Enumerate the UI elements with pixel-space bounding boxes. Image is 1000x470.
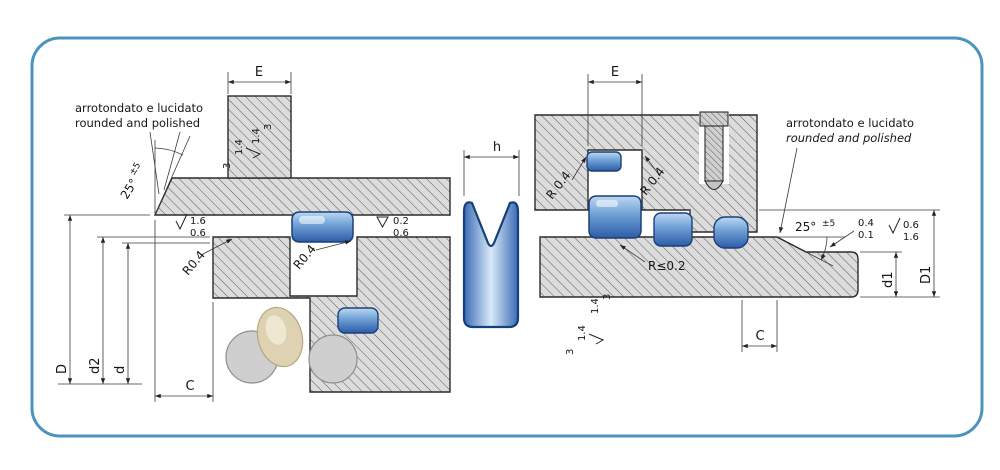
right-roughness-chamfer-bottom: 0.1 bbox=[858, 230, 874, 241]
left-note-english: rounded and polished bbox=[75, 116, 200, 130]
profile-dim-h: h bbox=[463, 140, 520, 196]
screw-shaft bbox=[704, 123, 724, 182]
right-angle-value: 25° bbox=[795, 220, 816, 234]
left-roughness-bore-bottom: 0.6 bbox=[190, 228, 206, 239]
right-dim-E: E bbox=[587, 65, 643, 146]
left-view: E 25° ±5 arrotondato e lucidato rounded … bbox=[55, 65, 451, 402]
left-roughness-groove: 0.2 0.6 bbox=[376, 216, 409, 239]
left-dim-D-label: D bbox=[55, 364, 70, 374]
right-roughness-side-a-bottom: 1.4 bbox=[590, 298, 601, 314]
right-dim-C-label: C bbox=[755, 329, 764, 344]
left-roughness-groove-bottom: 0.6 bbox=[393, 228, 409, 239]
right-roughness-side-b: 1.4 3 bbox=[565, 325, 605, 355]
product-seal-element bbox=[337, 307, 379, 334]
right-dim-E-label: E bbox=[611, 65, 619, 80]
left-roughness-side-outer: 3 1.4 bbox=[251, 124, 274, 144]
right-wiper-seal bbox=[653, 212, 693, 247]
right-roughness-side-b-bottom: 3 bbox=[565, 349, 576, 355]
right-radius-note-label: R≤0.2 bbox=[648, 259, 685, 273]
product-ring-right bbox=[308, 334, 358, 384]
screw-dome-tip bbox=[704, 180, 724, 191]
right-note-italian: arrotondato e lucidato bbox=[786, 116, 914, 130]
profile-dim-h-label: h bbox=[493, 140, 501, 155]
right-note: arrotondato e lucidato rounded and polis… bbox=[778, 116, 914, 234]
right-dim-D1-label: D1 bbox=[919, 266, 934, 284]
left-dim-C: C bbox=[154, 220, 214, 402]
left-roughness-groove-top: 0.2 bbox=[393, 216, 409, 227]
screw-section bbox=[699, 111, 729, 191]
left-dim-E: E bbox=[227, 65, 292, 94]
right-seal-highlight bbox=[596, 200, 618, 207]
left-diameter-dims: D d2 d bbox=[55, 214, 210, 385]
left-dim-d2-label: d2 bbox=[88, 357, 103, 374]
right-angle-tolerance: ±5 bbox=[822, 219, 835, 229]
right-rod-section bbox=[539, 236, 859, 298]
left-cylinder-section bbox=[153, 177, 451, 216]
roughness-check-icon bbox=[175, 213, 188, 231]
left-roughness-bore: 1.6 0.6 bbox=[175, 213, 206, 239]
right-outer-wiper bbox=[713, 216, 749, 249]
triangle-symbol-icon bbox=[376, 216, 389, 229]
roughness-check-icon bbox=[888, 217, 901, 235]
right-roughness-rod-top: 0.6 bbox=[903, 220, 919, 231]
right-secondary-seal bbox=[586, 151, 622, 172]
right-roughness-side-a-top: 3 bbox=[602, 294, 613, 300]
left-roughness-side-inner-bottom: 3 bbox=[222, 163, 233, 169]
right-roughness-rod: 0.6 1.6 bbox=[888, 217, 919, 243]
left-dim-d-label: d bbox=[113, 366, 128, 374]
right-roughness-side-a: 3 1.4 bbox=[590, 294, 613, 314]
left-roughness-side-inner: 1.4 3 bbox=[222, 139, 262, 169]
roughness-check-icon bbox=[588, 333, 605, 345]
left-seal-highlight bbox=[299, 216, 325, 224]
profile-view: h bbox=[462, 140, 520, 329]
right-roughness-side-b-top: 1.4 bbox=[577, 325, 588, 341]
left-roughness-side-outer-top: 3 bbox=[263, 124, 274, 130]
roughness-check-icon bbox=[245, 147, 262, 159]
right-dim-C: C bbox=[741, 300, 778, 352]
right-roughness-chamfer-top: 0.4 bbox=[858, 218, 874, 229]
right-roughness-rod-bottom: 1.6 bbox=[903, 232, 919, 243]
left-note-italian: arrotondato e lucidato bbox=[75, 101, 203, 115]
right-view: E R 0.4 R 0.4 arrotondato e lucidato rou… bbox=[534, 65, 940, 355]
left-groove-land-section bbox=[227, 95, 292, 179]
left-roughness-bore-top: 1.6 bbox=[190, 216, 206, 227]
right-note-english: rounded and polished bbox=[786, 131, 912, 145]
screw-cap bbox=[699, 111, 729, 127]
left-piston-section bbox=[212, 236, 451, 393]
left-dim-E-label: E bbox=[255, 65, 263, 80]
left-roughness-side-outer-bottom: 1.4 bbox=[251, 128, 262, 144]
right-roughness-chamfer: 0.4 0.1 bbox=[829, 218, 874, 248]
right-dim-d1-label: d1 bbox=[881, 271, 896, 288]
left-note: arrotondato e lucidato rounded and polis… bbox=[75, 101, 203, 195]
right-diameter-dims: d1 D1 bbox=[759, 209, 940, 298]
left-roughness-side-inner-top: 1.4 bbox=[234, 139, 245, 155]
right-radius-note: R≤0.2 bbox=[619, 244, 685, 273]
product-fabric-highlight bbox=[265, 315, 287, 345]
seal-profile bbox=[462, 201, 520, 329]
right-angle-dim: 25° ±5 bbox=[777, 219, 845, 267]
left-dim-C-label: C bbox=[185, 379, 194, 394]
